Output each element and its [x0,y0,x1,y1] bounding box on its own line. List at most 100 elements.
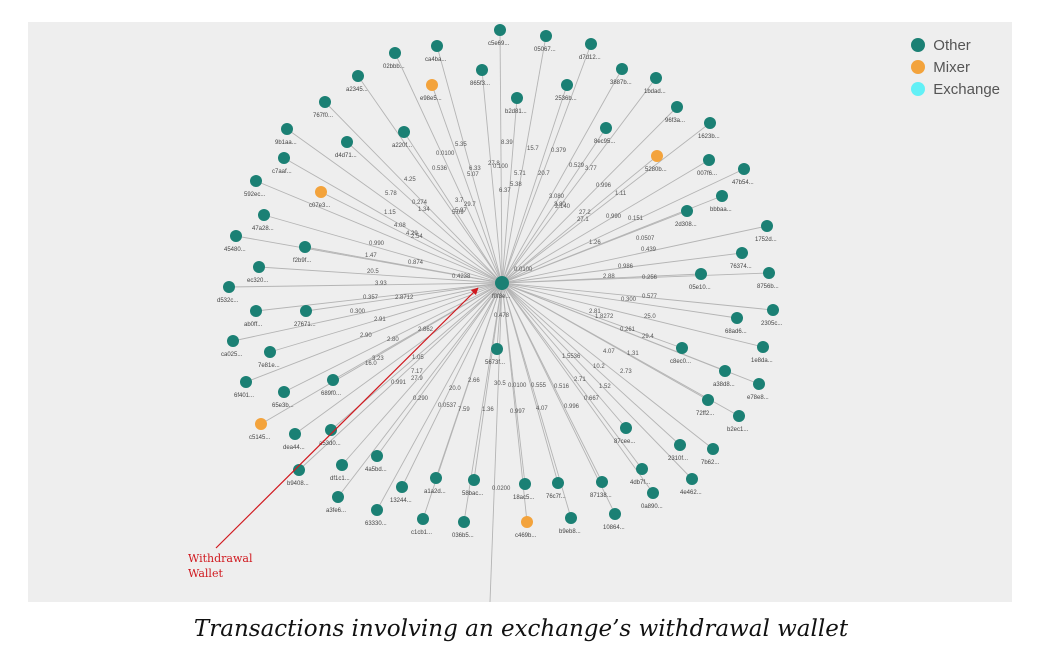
legend-label: Other [933,36,971,54]
graph-node[interactable] [278,386,290,398]
graph-node[interactable] [389,47,401,59]
node-label: 4db7f... [630,480,650,486]
graph-node[interactable] [289,428,301,440]
legend-item-mixer[interactable]: Mixer [911,56,1000,78]
graph-node[interactable] [636,463,648,475]
graph-node[interactable] [458,516,470,528]
graph-node[interactable] [398,126,410,138]
graph-node[interactable] [278,152,290,164]
graph-node[interactable] [468,474,480,486]
graph-node[interactable] [255,418,267,430]
graph-node[interactable] [300,305,312,317]
node-label: a38d8... [713,382,735,388]
legend-item-other[interactable]: Other [911,34,1000,56]
graph-node[interactable] [476,64,488,76]
graph-node[interactable] [681,205,693,217]
graph-node[interactable] [325,424,337,436]
graph-node[interactable] [521,516,533,528]
edge [501,97,518,284]
graph-node[interactable] [674,439,686,451]
node-label: 007f6... [697,171,717,177]
graph-node[interactable] [258,209,270,221]
graph-node[interactable] [264,346,276,358]
graph-node[interactable] [552,477,564,489]
edge-label: 1.11 [615,191,627,197]
node-label: 63330... [365,521,387,527]
graph-node[interactable] [686,473,698,485]
graph-node[interactable] [341,136,353,148]
graph-node[interactable] [733,410,745,422]
edge-label: 0.874 [408,260,424,266]
graph-node[interactable] [281,123,293,135]
graph-node[interactable] [757,341,769,353]
graph-node[interactable] [650,72,662,84]
edge-label: 4.25 [404,177,416,183]
graph-node[interactable] [426,79,438,91]
graph-node[interactable] [695,268,707,280]
edge-label: 0.555 [531,383,547,389]
graph-node[interactable] [736,247,748,259]
graph-node[interactable] [253,261,265,273]
graph-node[interactable] [223,281,235,293]
graph-node[interactable] [703,154,715,166]
graph-node[interactable] [371,450,383,462]
graph-node[interactable] [250,305,262,317]
graph-node[interactable] [716,190,728,202]
graph-node[interactable] [704,117,716,129]
graph-node[interactable] [676,342,688,354]
edge [501,225,768,284]
graph-node[interactable] [671,101,683,113]
legend-item-exchange[interactable]: Exchange [911,78,1000,100]
graph-node[interactable] [561,79,573,91]
graph-node[interactable] [731,312,743,324]
graph-node[interactable] [417,513,429,525]
edge [376,282,503,511]
edge-label: 5.35 [455,142,467,148]
edge [501,43,592,284]
graph-node[interactable] [494,24,506,36]
graph-node[interactable] [336,459,348,471]
graph-node[interactable] [511,92,523,104]
graph-node[interactable] [753,378,765,390]
graph-node[interactable] [352,70,364,82]
graph-node[interactable] [293,464,305,476]
graph-node[interactable] [431,40,443,52]
graph-node[interactable] [763,267,775,279]
graph-node[interactable] [519,478,531,490]
node-label: e98e5... [420,96,442,102]
graph-node[interactable] [327,374,339,386]
graph-node[interactable] [767,304,779,316]
graph-node[interactable] [315,186,327,198]
graph-node[interactable] [647,487,659,499]
graph-node[interactable] [761,220,773,232]
graph-node[interactable] [596,476,608,488]
graph-node[interactable] [620,422,632,434]
graph-node[interactable] [616,63,628,75]
graph-node[interactable] [609,508,621,520]
graph-node[interactable] [540,30,552,42]
graph-node[interactable] [430,472,442,484]
graph-node[interactable] [227,335,239,347]
graph-node[interactable] [565,512,577,524]
graph-node[interactable] [719,365,731,377]
node-label: 0a890... [641,504,663,510]
graph-node[interactable] [371,504,383,516]
center-node[interactable] [495,276,509,290]
graph-node[interactable] [250,175,262,187]
graph-node[interactable] [651,150,663,162]
graph-node[interactable] [491,343,503,355]
graph-node[interactable] [585,38,597,50]
graph-node[interactable] [230,230,242,242]
graph-node[interactable] [738,163,750,175]
graph-node[interactable] [702,394,714,406]
graph-node[interactable] [299,241,311,253]
graph-node[interactable] [319,96,331,108]
graph-node[interactable] [332,491,344,503]
graph-node[interactable] [707,443,719,455]
edge-label: 0.4238 [452,274,471,280]
graph-node[interactable] [240,376,252,388]
graph-node[interactable] [600,122,612,134]
graph-node[interactable] [396,481,408,493]
